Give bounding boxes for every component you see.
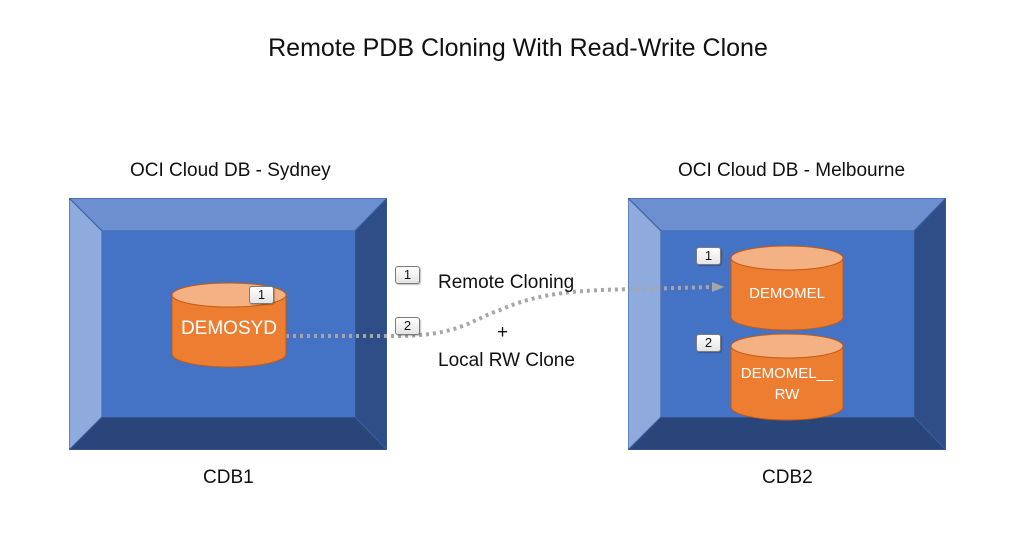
- source-region-label: OCI Cloud DB - Sydney: [130, 160, 331, 181]
- source-cdb-frame: [69, 198, 387, 450]
- source-cdb-label: CDB1: [203, 467, 254, 488]
- pdb-demosyd-label: DEMOSYD: [180, 318, 278, 339]
- demomel-step-badge: 1: [696, 247, 721, 265]
- demomel-rw-step-badge: 2: [696, 334, 721, 352]
- pdb-demomel-rw: DEMOMEL__ RW: [730, 333, 844, 421]
- target-cdb-label: CDB2: [762, 467, 813, 488]
- pdb-demosyd: DEMOSYD: [171, 282, 287, 368]
- step-2-badge: 2: [395, 317, 420, 335]
- pdb-demomel-rw-label: DEMOMEL__ RW: [730, 363, 844, 405]
- pdb-demomel-label: DEMOMEL: [749, 285, 825, 302]
- pdb-demomel-rw-label-line2: RW: [774, 386, 800, 403]
- diagram-title: Remote PDB Cloning With Read-Write Clone: [268, 34, 768, 62]
- step-2-label: Local RW Clone: [438, 350, 575, 371]
- pdb-demomel: DEMOMEL: [730, 245, 844, 331]
- pdb-demomel-rw-label-line1: DEMOMEL__: [740, 365, 834, 382]
- step-1-badge: 1: [395, 266, 420, 284]
- demosyd-step-badge: 1: [249, 286, 274, 304]
- step-1-label: Remote Cloning: [438, 272, 575, 293]
- connector-arrowhead: [712, 282, 724, 292]
- target-region-label: OCI Cloud DB - Melbourne: [678, 160, 906, 181]
- plus-sign: +: [497, 322, 509, 343]
